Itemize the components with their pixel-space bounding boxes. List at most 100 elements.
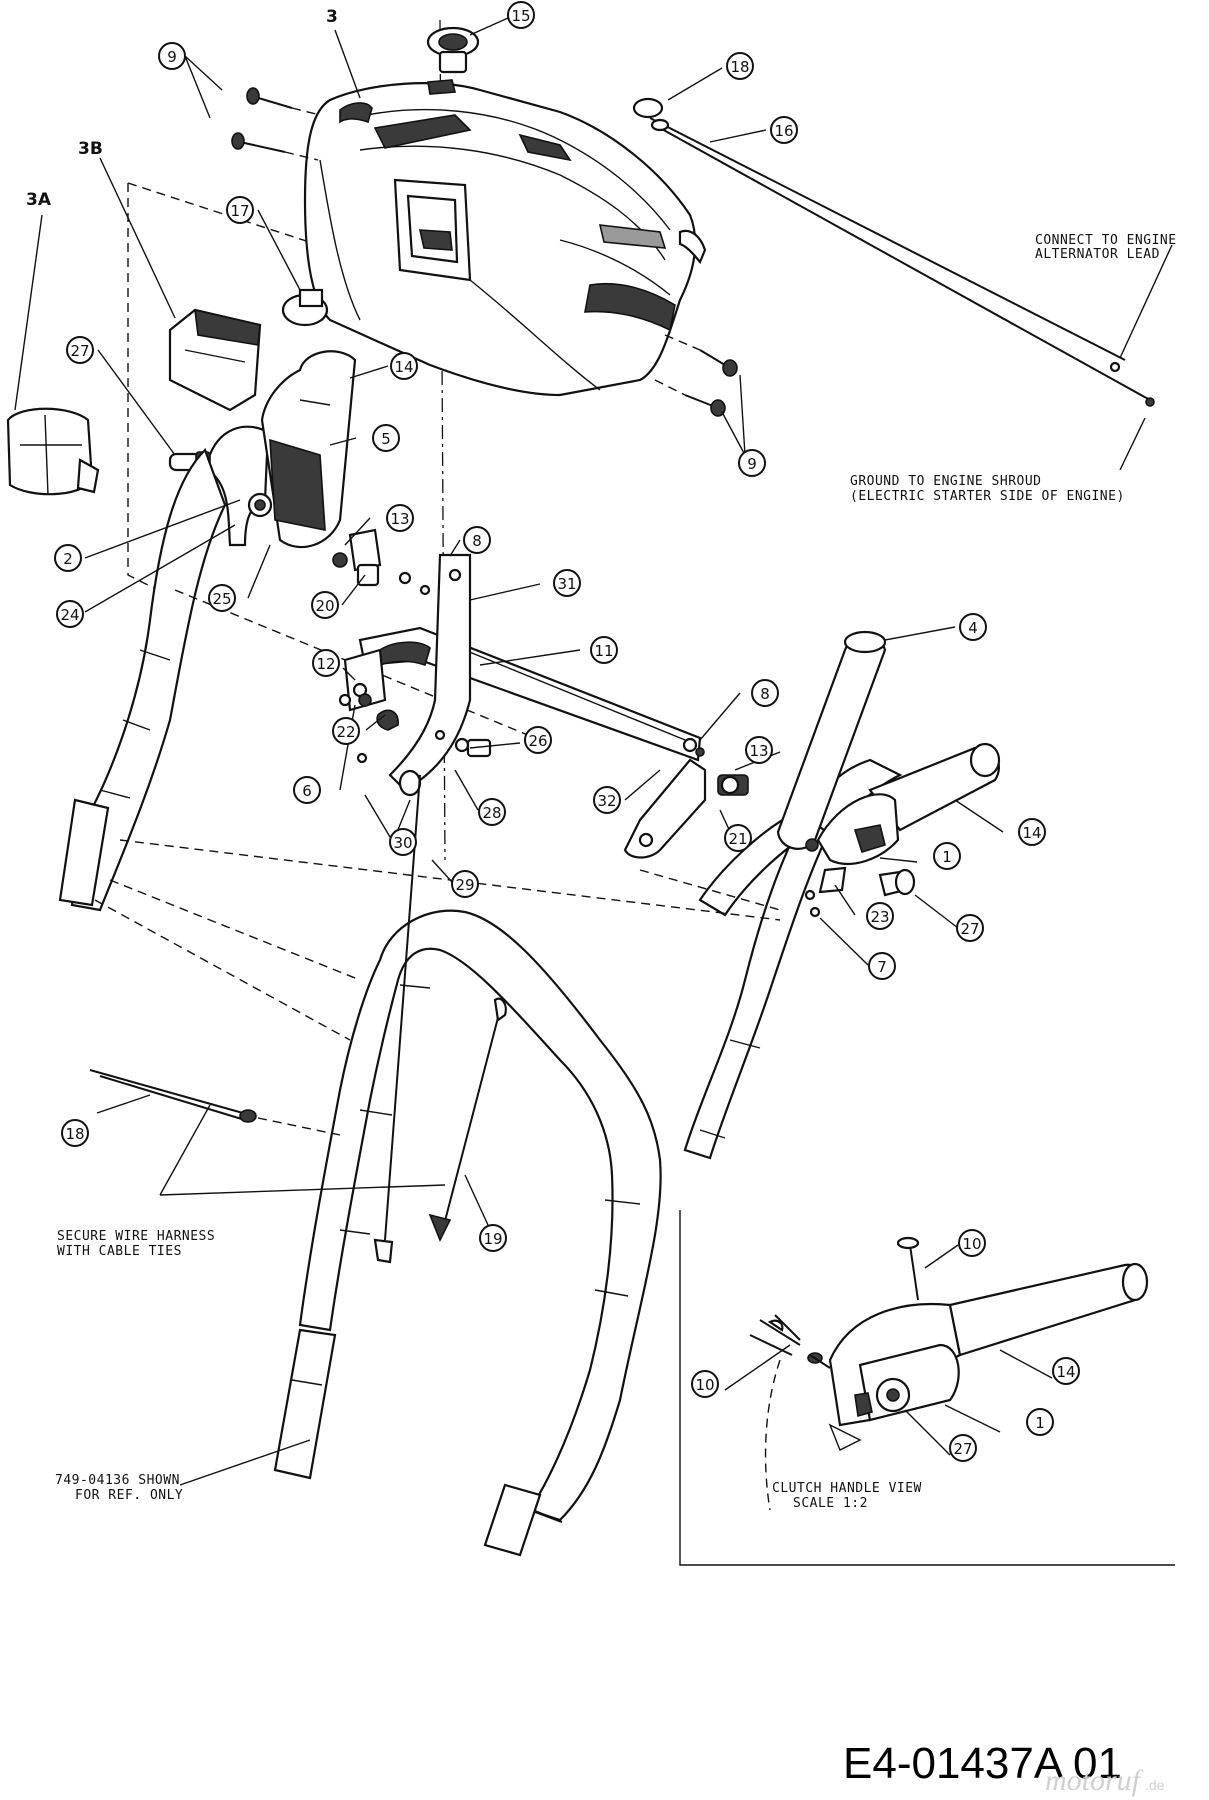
note-ground-line2: (ELECTRIC STARTER SIDE OF ENGINE) <box>850 489 1125 504</box>
callout-bubble <box>738 449 766 477</box>
callout-18: 18 <box>61 1119 89 1147</box>
callout-27: 27 <box>956 914 984 942</box>
watermark-logo: motoruf <box>1045 1764 1144 1797</box>
callout-16: 16 <box>770 116 798 144</box>
callout-number: 18 <box>65 1125 84 1143</box>
callout-number: 5 <box>381 430 391 448</box>
callout-number: 31 <box>557 575 576 593</box>
document-id: E4-01437A 01 <box>843 1739 1122 1788</box>
callout-number: 22 <box>336 723 355 741</box>
bracket-left <box>343 648 387 712</box>
callout-number: 7 <box>877 958 887 976</box>
callout-30: 30 <box>389 828 417 856</box>
callout-bubble <box>868 952 896 980</box>
note-harness-line2: WITH CABLE TIES <box>57 1244 182 1259</box>
clutch-handle-inset <box>749 1236 1149 1511</box>
callout-28: 28 <box>478 798 506 826</box>
callout-bubble <box>1018 818 1046 846</box>
callout-bubble <box>479 1224 507 1252</box>
callout-number: 24 <box>60 606 79 624</box>
callout-number: 12 <box>316 655 335 673</box>
callout-bubble <box>478 798 506 826</box>
inset-border <box>679 1210 1175 1566</box>
callout-22: 22 <box>332 717 360 745</box>
callout-number: 30 <box>393 834 412 852</box>
callout-1: 1 <box>933 842 961 870</box>
callout-bubble <box>933 842 961 870</box>
callout-21: 21 <box>724 824 752 852</box>
callout-number: 27 <box>953 1440 972 1458</box>
note-harness-line1: SECURE WIRE HARNESS <box>57 1229 215 1244</box>
callout-8: 8 <box>463 526 491 554</box>
callout-number: 1 <box>1035 1414 1045 1432</box>
wire-harness-top <box>632 97 1155 407</box>
handle-upper-left <box>168 350 357 549</box>
callout-bubble <box>524 726 552 754</box>
callout-29: 29 <box>451 870 479 898</box>
callout-14: 14 <box>1052 1357 1080 1385</box>
bracket-3b <box>168 308 262 412</box>
callout-number: 4 <box>968 619 978 637</box>
guide-line-1 <box>109 879 361 981</box>
guide-line-4 <box>639 869 781 911</box>
callout-5: 5 <box>372 424 400 452</box>
callout-number: 1 <box>942 848 952 866</box>
callout-bubble <box>770 116 798 144</box>
callout-bubble <box>726 52 754 80</box>
callout-bubble <box>1052 1357 1080 1385</box>
callout-bubble <box>311 591 339 619</box>
callout-bubble <box>724 824 752 852</box>
wire-harness-lower <box>89 1069 341 1136</box>
callout-bubble <box>386 504 414 532</box>
callout-bubble <box>158 42 186 70</box>
callout-number: 23 <box>870 908 889 926</box>
note-reference-line2: FOR REF. ONLY <box>75 1488 183 1503</box>
light-bulb <box>281 288 329 327</box>
callout-number: 27 <box>960 920 979 938</box>
callout-17: 17 <box>226 196 254 224</box>
callout-bubble <box>745 736 773 764</box>
callout-26: 26 <box>524 726 552 754</box>
callout-number: 9 <box>167 48 177 66</box>
callout-bubble <box>593 786 621 814</box>
bracket-right <box>623 758 707 859</box>
ignition-key <box>426 26 480 74</box>
label-part-3b: 3B <box>78 139 103 159</box>
callout-number: 27 <box>70 342 89 360</box>
screws-right <box>654 334 738 417</box>
callout-11: 11 <box>590 636 618 664</box>
callout-2: 2 <box>54 544 82 572</box>
callout-bubble <box>332 717 360 745</box>
callout-bubble <box>208 584 236 612</box>
callout-number: 10 <box>962 1235 981 1253</box>
callout-4: 4 <box>959 613 987 641</box>
callout-number: 14 <box>1056 1363 1075 1381</box>
callout-number: 17 <box>230 202 249 220</box>
callout-bubble <box>553 569 581 597</box>
callout-bubble <box>949 1434 977 1462</box>
callout-number: 9 <box>747 455 757 473</box>
note-engine-lead-line2: ALTERNATOR LEAD <box>1035 247 1160 262</box>
callout-number: 14 <box>1022 824 1041 842</box>
callout-10: 10 <box>691 1370 719 1398</box>
dashboard-console <box>303 79 707 397</box>
callout-number: 13 <box>749 742 768 760</box>
callout-bubble <box>866 902 894 930</box>
callout-number: 8 <box>760 685 770 703</box>
note-reference-line1: 749-04136 SHOWN <box>55 1473 180 1488</box>
callout-15: 15 <box>507 1 535 29</box>
watermark-suffix: .de <box>1145 1777 1165 1793</box>
callout-25: 25 <box>208 584 236 612</box>
callout-bubble <box>958 1229 986 1257</box>
callout-bubble <box>451 870 479 898</box>
callout-bubble <box>751 679 779 707</box>
callout-12: 12 <box>312 649 340 677</box>
callout-27: 27 <box>66 336 94 364</box>
callout-number: 20 <box>315 597 334 615</box>
label-part-3a: 3A <box>26 190 52 210</box>
callout-bubble <box>1026 1408 1054 1436</box>
callout-14: 14 <box>1018 818 1046 846</box>
screws-top-left <box>231 87 321 161</box>
callout-18: 18 <box>726 52 754 80</box>
